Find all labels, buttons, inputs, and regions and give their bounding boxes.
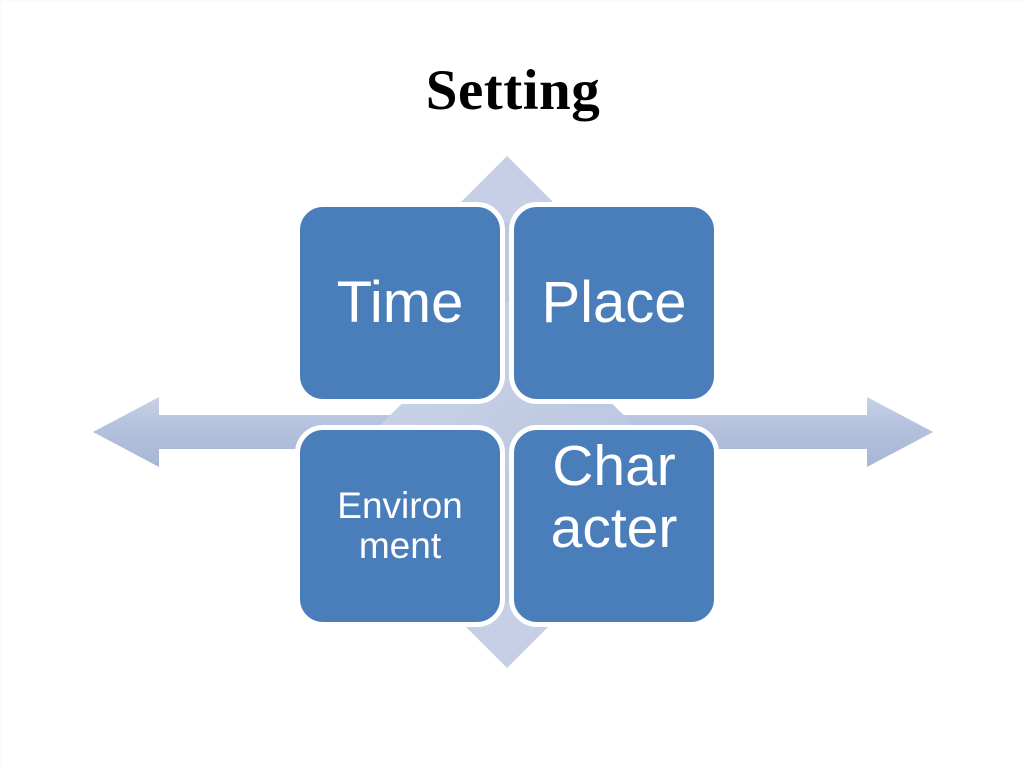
quadrant-box-place[interactable]: Place [509,202,719,404]
quadrant-box-character[interactable]: Char acter [509,425,719,627]
page-title: Setting [425,59,601,122]
quadrant-label-environment: Environ ment [337,485,463,566]
quadrant-label-character: Char acter [550,434,678,560]
quadrant-label-place: Place [541,269,687,335]
quadrant-label-time: Time [336,269,464,335]
quadrant-box-environment[interactable]: Environ ment [295,425,505,627]
quadrant-box-time[interactable]: Time [295,202,505,404]
